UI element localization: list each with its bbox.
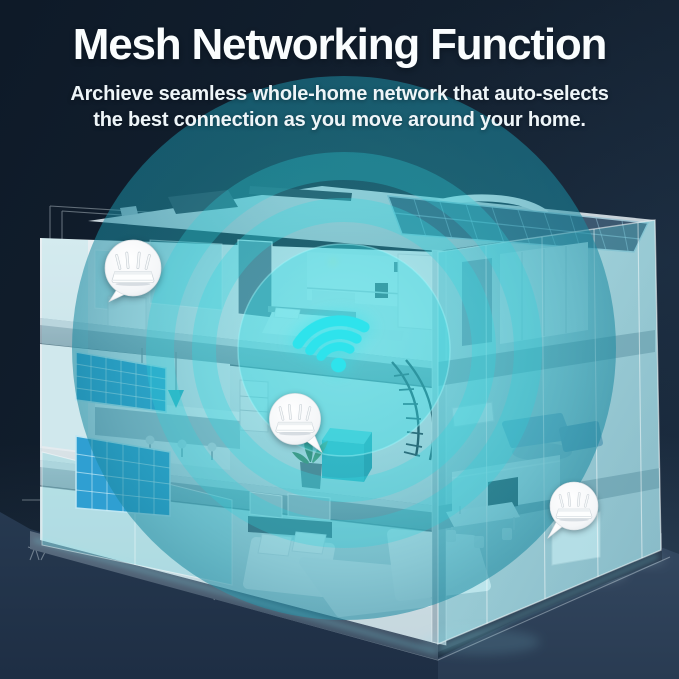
router-callout-bottom-right [547,481,599,539]
base-glow [33,538,659,655]
page-title: Mesh Networking Function [72,20,608,69]
page-subtitle: Archieve seamless whole-home network tha… [30,81,650,133]
subtitle-line-1: Archieve seamless whole-home network tha… [70,83,609,106]
header-copy: Mesh Networking Function Archieve seamle… [0,0,679,133]
wifi-signal-icon [292,315,370,373]
router-callout-top-left [104,239,162,303]
subtitle-line-2: the best connection as you move around y… [93,109,586,132]
router-callout-center [269,393,323,454]
coverage-ring-outer [146,152,542,548]
coverage-ring-middle [192,198,496,502]
